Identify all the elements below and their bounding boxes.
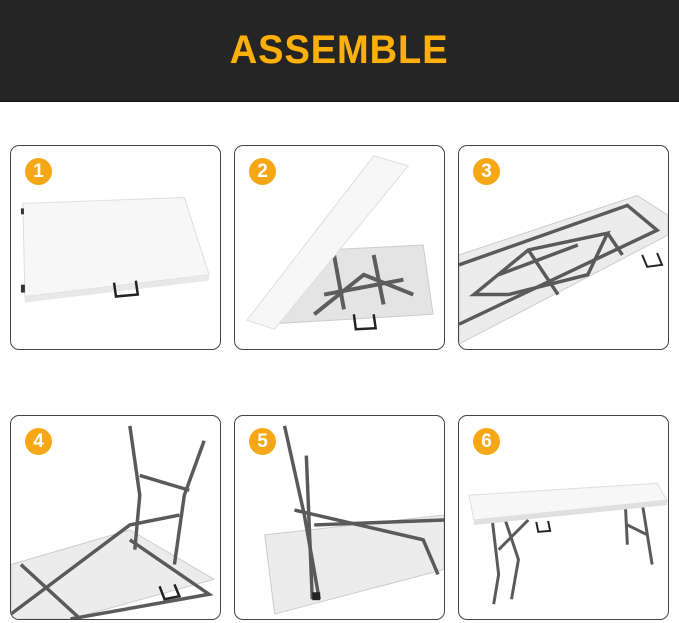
open-table-folded-legs-image	[459, 194, 668, 345]
step-badge: 5	[249, 428, 276, 455]
step-panel-4: 4	[10, 415, 221, 620]
folded-table-image	[20, 196, 210, 303]
step-panel-5: 5	[234, 415, 445, 620]
step-panel-6: 6	[458, 415, 669, 620]
opening-table-image	[246, 155, 434, 331]
second-legs-unfolded-image	[264, 425, 444, 615]
step-badge: 4	[25, 428, 52, 455]
first-legs-unfolded-image	[11, 425, 216, 619]
step-badge: 3	[473, 158, 500, 185]
page-title: ASSEMBLE	[230, 28, 449, 72]
step-panel-2: 2	[234, 145, 445, 350]
step-panel-1: 1	[10, 145, 221, 350]
header-banner: ASSEMBLE	[0, 0, 679, 102]
assembled-table-image	[468, 482, 668, 605]
step-badge: 2	[249, 158, 276, 185]
step-badge: 6	[473, 428, 500, 455]
step-panel-3: 3	[458, 145, 669, 350]
step-badge: 1	[25, 158, 52, 185]
